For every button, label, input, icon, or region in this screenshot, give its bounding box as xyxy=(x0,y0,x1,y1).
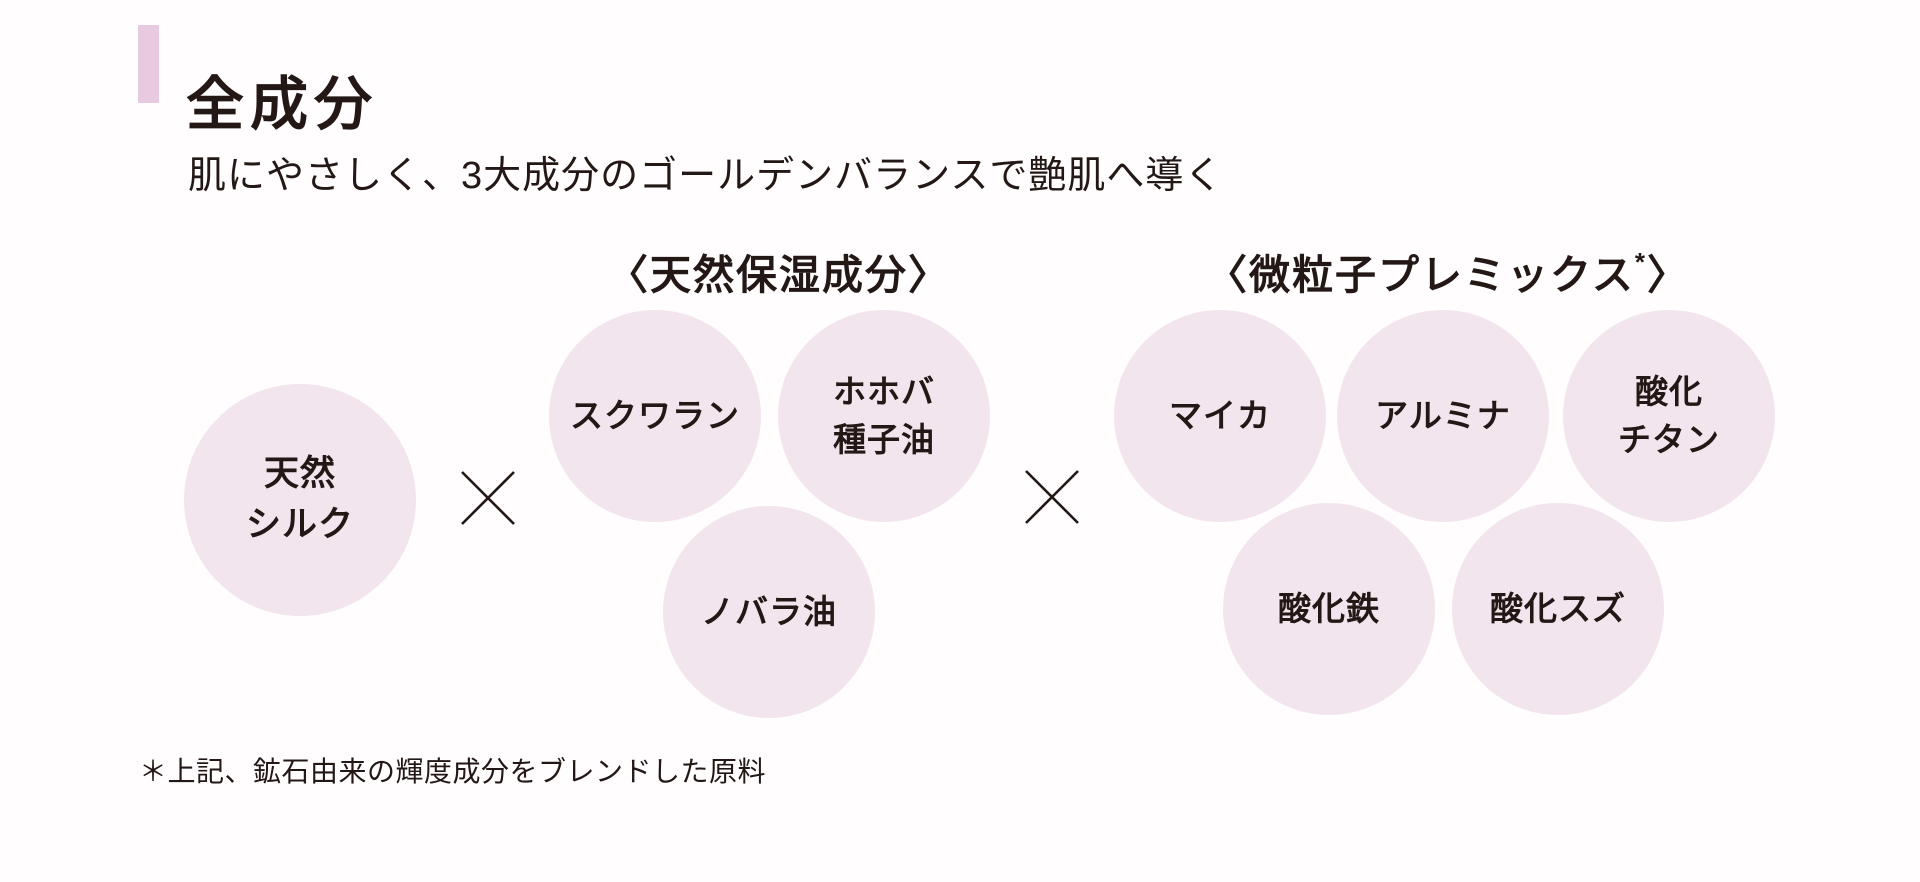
ingredient-label: ノバラ油 xyxy=(701,593,837,631)
ingredient-circle-rosehip-oil: ノバラ油 xyxy=(663,506,875,718)
footnote: ＊上記、鉱石由来の輝度成分をブレンドした原料 xyxy=(139,756,767,787)
ingredient-circle-jojoba-seed-oil: ホホバ 種子油 xyxy=(778,310,990,522)
ingredient-circle-alumina: アルミナ xyxy=(1337,310,1549,522)
ingredient-circle-squalane: スクワラン xyxy=(549,310,761,522)
title-accent-bar xyxy=(138,25,159,103)
ingredient-circle-iron-oxide: 酸化鉄 xyxy=(1223,503,1435,715)
ingredient-label: ホホバ 種子油 xyxy=(833,373,935,458)
premix-asterisk: * xyxy=(1634,247,1647,277)
premix-label-text: 〈微粒子プレミックス xyxy=(1206,252,1635,298)
multiply-icon xyxy=(1024,469,1080,525)
premix-label-close: 〉 xyxy=(1646,252,1690,298)
ingredient-circle-natural-silk: 天然 シルク xyxy=(184,384,416,616)
ingredient-circle-mica: マイカ xyxy=(1114,310,1326,522)
page-subtitle: 肌にやさしく、3大成分のゴールデンバランスで艶肌へ導く xyxy=(188,155,1224,197)
group-label-fine-particle-premix: 〈微粒子プレミックス*〉 xyxy=(1206,241,1690,301)
ingredient-label: 酸化鉄 xyxy=(1278,590,1380,628)
ingredient-circle-titanium-oxide: 酸化 チタン xyxy=(1563,310,1775,522)
page-title: 全成分 xyxy=(186,72,379,138)
ingredient-label: アルミナ xyxy=(1375,397,1511,435)
ingredient-label: 酸化 チタン xyxy=(1618,373,1720,458)
ingredient-circle-tin-oxide: 酸化スズ xyxy=(1452,503,1664,715)
ingredient-label: スクワラン xyxy=(570,397,740,435)
multiply-icon xyxy=(460,470,516,526)
ingredient-label: 天然 シルク xyxy=(245,454,354,544)
ingredient-label: マイカ xyxy=(1169,397,1271,435)
ingredient-label: 酸化スズ xyxy=(1490,590,1626,628)
group-label-natural-moisturizing: 〈天然保湿成分〉 xyxy=(607,252,951,298)
